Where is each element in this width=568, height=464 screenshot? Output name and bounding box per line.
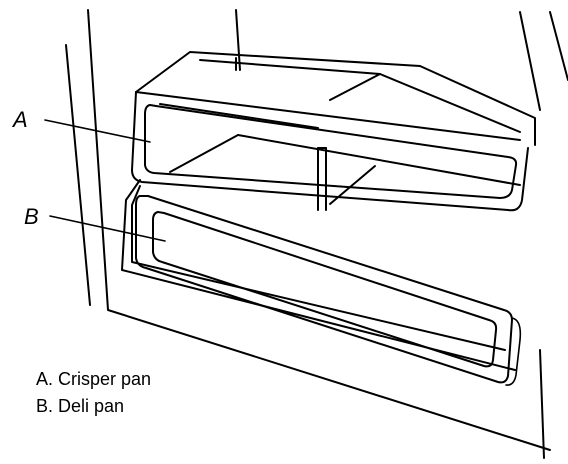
crisper-pan-drawing <box>131 51 536 212</box>
deli-pan-drawing <box>121 179 522 386</box>
callout-a-leader <box>44 119 151 143</box>
cabinet-walls <box>65 9 568 459</box>
callout-a-label: A <box>11 107 28 132</box>
callout-b-leader <box>49 215 166 242</box>
callout-b-label: B <box>24 204 39 229</box>
legend-item-crisper-pan: A. Crisper pan <box>36 369 152 389</box>
legend-item-deli-pan: B. Deli pan <box>36 396 125 416</box>
legend: A. Crisper pan B. Deli pan <box>36 366 151 420</box>
